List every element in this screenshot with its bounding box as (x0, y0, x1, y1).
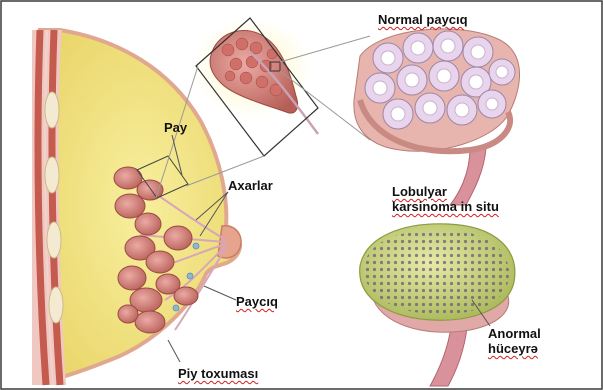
label-normal-lobule: Normal paycıq (378, 12, 468, 27)
rib-4 (49, 287, 63, 323)
rib-1 (45, 92, 59, 128)
label-abnormal-cells: Anormal hüceyrə (488, 326, 541, 356)
label-abnormal-line2: hüceyrə (488, 341, 541, 356)
label-fat-tissue-text: Piy toxuması (178, 366, 258, 381)
label-ducts: Axarlar (228, 178, 273, 193)
label-normal-lobule-text: Normal paycıq (378, 12, 468, 27)
label-lcis-line1: Lobulyar (392, 184, 499, 199)
label-lobule-text: Paycıq (236, 294, 278, 309)
label-abnormal-line1: Anormal (488, 326, 541, 341)
rib-2 (45, 157, 59, 193)
label-lobule: Paycıq (236, 294, 278, 309)
rib-3 (47, 222, 61, 258)
label-lobe: Pay (164, 120, 187, 135)
label-lcis-line2: karsinoma in situ (392, 199, 499, 214)
label-fat-tissue: Piy toxuması (178, 366, 258, 381)
label-lcis-line2-text: karsinoma in situ (392, 199, 499, 214)
label-lcis: Lobulyar karsinoma in situ (392, 184, 499, 214)
